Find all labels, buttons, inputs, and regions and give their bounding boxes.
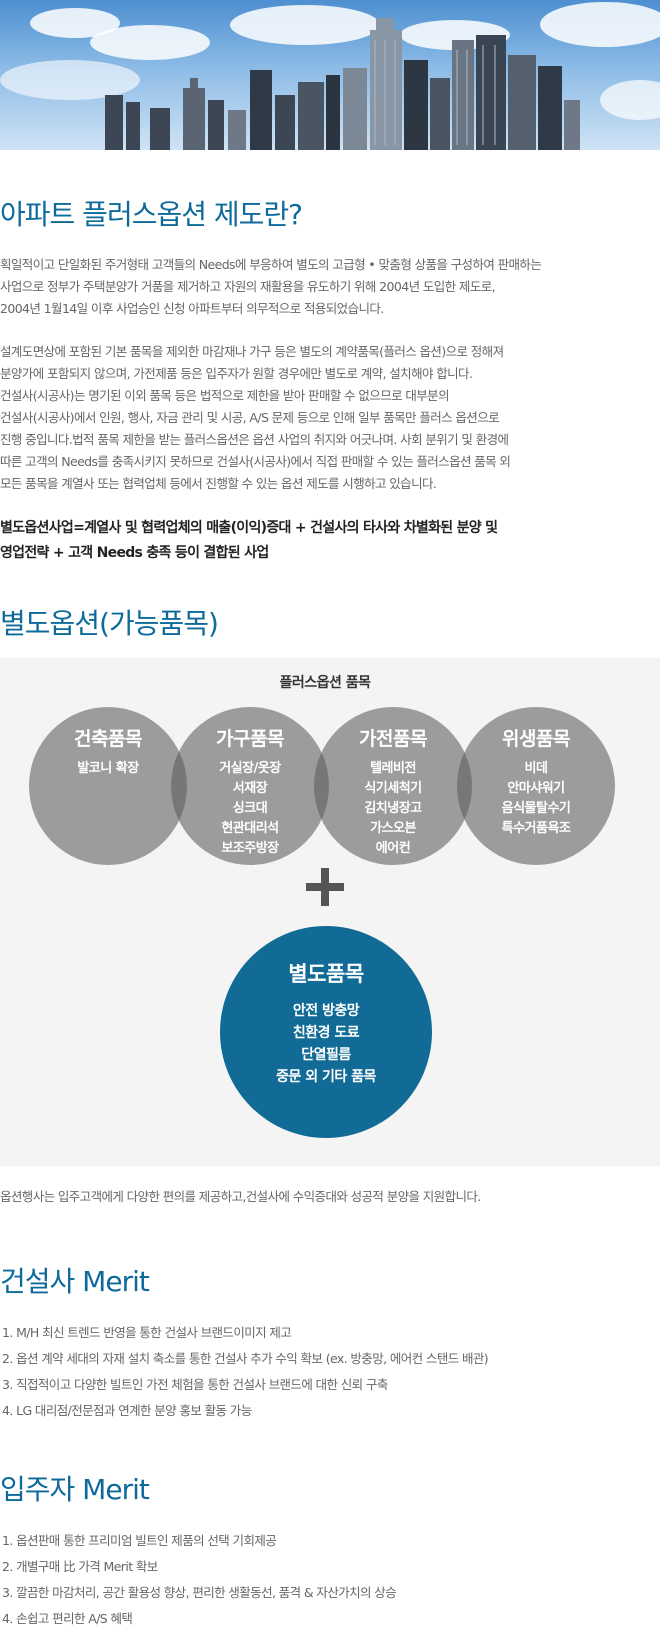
builder-merit-title: 건설사 Merit bbox=[0, 1265, 150, 1298]
circle-item: 보조주방장 bbox=[221, 841, 279, 856]
circle-title: 가전품목 bbox=[359, 728, 427, 750]
list-item: 3. 직접적이고 다양한 빌트인 가전 체험을 통한 건설사 브랜드에 대한 신… bbox=[2, 1377, 388, 1392]
circle-item: 단열필름 bbox=[301, 1047, 351, 1063]
circle-item: 서재장 bbox=[232, 781, 268, 796]
circle-architecture bbox=[29, 707, 187, 865]
text-line: 설계도면상에 포함된 기본 품목을 제외한 마감재나 가구 등은 별도의 계약품… bbox=[0, 344, 504, 359]
circle-furniture bbox=[171, 707, 329, 865]
circle-sanitary bbox=[457, 707, 615, 865]
intro-paragraph-2: 설계도면상에 포함된 기본 품목을 제외한 마감재나 가구 등은 별도의 계약품… bbox=[0, 341, 660, 495]
options-title: 별도옵션(가능품목) bbox=[0, 607, 219, 640]
resident-merit-title: 입주자 Merit bbox=[0, 1473, 150, 1506]
skyline-graphic bbox=[105, 18, 580, 150]
text-line: 옵션행사는 입주고객에게 다양한 편의를 제공하고,건설사에 수익증대와 성공적… bbox=[0, 1189, 481, 1204]
text-line: 건설사(시공사)는 명기된 이외 품목 등은 법적으로 제한을 받아 판매할 수… bbox=[0, 388, 450, 403]
circle-item: 안전 방충망 bbox=[292, 1003, 360, 1019]
circle-title: 가구품목 bbox=[216, 728, 284, 750]
circle-sanitary-text: 위생품목 비데 안마샤워기 음식물탈수기 특수거품욕조 bbox=[456, 724, 616, 839]
list-item: 4. 손쉽고 편리한 A/S 혜택 bbox=[2, 1611, 133, 1626]
circle-item: 친환경 도료 bbox=[292, 1025, 360, 1041]
text-line: 획일적이고 단일화된 주거형태 고객들의 Needs에 부응하여 별도의 고급형… bbox=[0, 257, 542, 272]
text-line: 사업으로 정부가 주택분양가 거품을 제거하고 자원의 재활용을 유도하기 위해… bbox=[0, 279, 496, 294]
text-line: 별도옵션사업=계열사 및 협력업체의 매출(이익)증대 + 건설사의 타사와 차… bbox=[0, 520, 498, 536]
circle-item: 가스오븐 bbox=[370, 821, 416, 836]
text-line: 영업전략 + 고객 Needs 충족 등이 결합된 사업 bbox=[0, 545, 269, 561]
intro-summary: 별도옵션사업=계열사 및 협력업체의 매출(이익)증대 + 건설사의 타사와 차… bbox=[0, 516, 660, 566]
list-item: 2. 옵션 계약 세대의 자재 설치 축소를 통한 건설사 추가 수익 확보 (… bbox=[2, 1351, 489, 1366]
circle-item: 발코니 확장 bbox=[77, 761, 139, 776]
circle-title: 위생품목 bbox=[502, 728, 570, 750]
circle-item: 싱크대 bbox=[232, 801, 268, 816]
circle-item: 중문 외 기타 품목 bbox=[276, 1069, 376, 1085]
resident-merit-list: 1. 옵션판매 통한 프리미엄 빌트인 제품의 선택 기회제공 2. 개별구매 … bbox=[0, 1528, 397, 1632]
circle-item: 안마샤워기 bbox=[507, 781, 565, 796]
text-line: 진행 중입니다.법적 품목 제한을 받는 플러스옵션은 옵션 사업의 취지와 어… bbox=[0, 432, 509, 447]
circle-item: 거실장/옷장 bbox=[219, 761, 281, 776]
circle-title: 별도품목 bbox=[288, 962, 364, 986]
circle-item: 김치냉장고 bbox=[364, 801, 422, 816]
circle-item: 텔레비전 bbox=[370, 761, 416, 776]
circle-appliance bbox=[314, 707, 472, 865]
list-item: 4. LG 대리점/전문점과 연계한 분양 홍보 활동 가능 bbox=[2, 1403, 252, 1418]
plus-icon bbox=[306, 868, 344, 906]
text-line: 건설사(시공사)에서 인원, 행사, 자금 관리 및 시공, A/S 문제 등으… bbox=[0, 410, 500, 425]
circle-item: 음식물탈수기 bbox=[501, 801, 571, 816]
list-item: 3. 깔끔한 마감처리, 공간 활용성 향상, 편리한 생활동선, 품격 & 자… bbox=[2, 1585, 397, 1600]
circle-appliance-text: 가전품목 텔레비전 식기세척기 김치냉장고 가스오븐 에어컨 bbox=[313, 724, 473, 859]
circle-item: 특수거품욕조 bbox=[501, 821, 571, 836]
list-item: 2. 개별구매 比 가격 Merit 확보 bbox=[2, 1559, 158, 1574]
text-line: 분양가에 포함되지 않으며, 가전제품 등은 입주자가 원할 경우에만 별도로 … bbox=[0, 366, 473, 381]
list-item: 1. M/H 최신 트렌드 반영을 통한 건설사 브랜드이미지 제고 bbox=[2, 1325, 292, 1340]
text-line: 모든 품목을 계열사 또는 협력업체 등에서 진행할 수 있는 옵션 제도를 시… bbox=[0, 476, 437, 491]
circle-furniture-text: 가구품목 거실장/옷장 서재장 싱크대 현관대리석 보조주방장 bbox=[170, 724, 330, 859]
circle-architecture-text: 건축품목 발코니 확장 bbox=[28, 724, 188, 779]
intro-title: 아파트 플러스옵션 제도란? bbox=[0, 198, 303, 231]
diagram-title: 플러스옵션 품목 bbox=[279, 675, 371, 691]
option-circles bbox=[29, 707, 615, 865]
options-caption: 옵션행사는 입주고객에게 다양한 편의를 제공하고,건설사에 수익증대와 성공적… bbox=[0, 1186, 660, 1208]
circle-item: 식기세척기 bbox=[364, 781, 422, 796]
circle-item: 현관대리석 bbox=[221, 821, 279, 836]
plus-option-diagram: 플러스옵션 품목 건축품목 발코니 확장 가구품목 거실장/옷장 서재장 싱 bbox=[0, 658, 660, 1166]
circle-item: 에어컨 bbox=[375, 841, 411, 856]
builder-merit-list: 1. M/H 최신 트렌드 반영을 통한 건설사 브랜드이미지 제고 2. 옵션… bbox=[0, 1320, 489, 1424]
intro-paragraph-1: 획일적이고 단일화된 주거형태 고객들의 Needs에 부응하여 별도의 고급형… bbox=[0, 254, 660, 320]
circle-separate-items bbox=[220, 926, 432, 1138]
circle-title: 건축품목 bbox=[74, 728, 142, 750]
text-line: 2004년 1월14일 이후 사업승인 신청 아파트부터 의무적으로 적용되었습… bbox=[0, 301, 384, 316]
city-skyline-banner bbox=[0, 0, 660, 150]
text-line: 따른 고객의 Needs를 충족시키지 못하므로 건설사(시공사)에서 직접 판… bbox=[0, 454, 511, 469]
list-item: 1. 옵션판매 통한 프리미엄 빌트인 제품의 선택 기회제공 bbox=[2, 1533, 277, 1548]
circle-item: 비데 bbox=[524, 761, 548, 776]
circle-separate-text: 별도품목 안전 방충망 친환경 도료 단열필름 중문 외 기타 품목 bbox=[220, 958, 432, 1088]
